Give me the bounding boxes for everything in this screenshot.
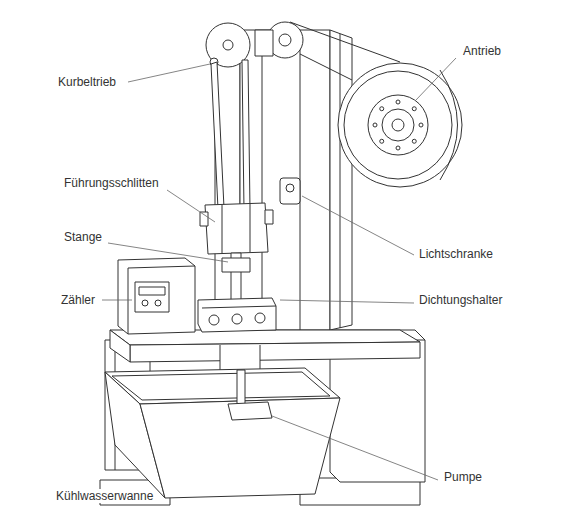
leader-lines: [102, 58, 456, 480]
part-label: Antrieb: [462, 44, 502, 58]
bolt: [412, 107, 416, 111]
bearing: [255, 30, 273, 56]
part-label: Kühlwasserwanne: [55, 489, 154, 503]
table-edge: [130, 342, 420, 362]
pump-pipe: [237, 370, 245, 408]
part-label: Kurbeltrieb: [57, 75, 117, 89]
bolt: [373, 123, 377, 127]
part-label: Zähler: [60, 293, 96, 307]
part-label: Stange: [63, 230, 103, 244]
bolt: [396, 146, 400, 150]
part-label: Pumpe: [443, 470, 483, 484]
counter: [135, 282, 169, 312]
guide-slide: [205, 203, 268, 254]
bolt: [380, 107, 384, 111]
table-side: [110, 330, 130, 362]
column: [240, 30, 330, 330]
counter-housing: [118, 258, 195, 334]
seal-holder: [198, 298, 276, 332]
bolt: [419, 123, 423, 127]
light-barrier: [280, 178, 300, 204]
guide-rod: [242, 60, 250, 210]
bolt: [396, 100, 400, 104]
counter-display: [139, 287, 165, 295]
part-label: Lichtschranke: [418, 247, 494, 261]
drive-wheel: [338, 63, 462, 187]
connecting-rod: [211, 62, 224, 209]
part-label: Dichtungshalter: [418, 293, 503, 307]
bolt: [380, 139, 384, 143]
tray-front: [140, 398, 340, 498]
bolt: [412, 139, 416, 143]
part-label: Führungsschlitten: [63, 176, 160, 190]
pump: [228, 402, 272, 420]
